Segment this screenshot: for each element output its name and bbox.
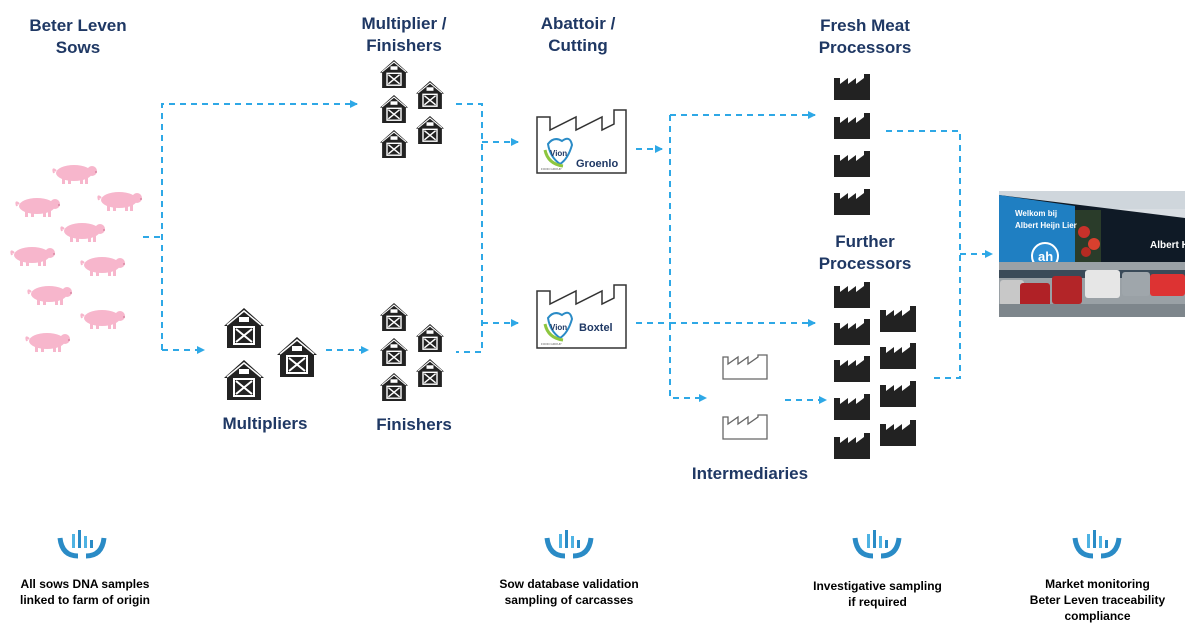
header-multiplier-finishers: Multiplier / Finishers	[361, 14, 447, 55]
pig-icon	[25, 332, 71, 353]
dna-sampling-icon	[547, 530, 591, 556]
barn-icon	[415, 358, 445, 388]
factory-icon	[834, 113, 870, 139]
factory-icon	[880, 420, 916, 446]
pig-icon	[97, 191, 143, 212]
factory-icon	[880, 343, 916, 369]
factory-icon	[834, 189, 870, 215]
flow-arrows	[143, 100, 993, 404]
pig-icon	[80, 256, 126, 277]
pig-icon	[80, 309, 126, 330]
multiplier-finishers-barns	[379, 59, 445, 159]
caption-sow-database-validation: Sow database validation sampling of carc…	[499, 577, 639, 607]
flow-arrow	[456, 103, 483, 353]
barn-icon	[379, 59, 409, 89]
factory-icon	[880, 306, 916, 332]
albert-heijn-store-photo: ah Welkom bij Albert Heijn Lier Albert H…	[999, 191, 1185, 317]
label-multipliers: Multipliers	[222, 414, 308, 433]
caption-sow-dna-samples: All sows DNA samples linked to farm of o…	[19, 577, 150, 607]
flow-arrow	[886, 130, 961, 379]
barn-icon	[415, 80, 445, 110]
barn-icon	[223, 359, 265, 401]
caption-investigative-sampling: Investigative sampling if required	[813, 579, 942, 609]
groenlo-label: Groenlo	[576, 158, 618, 170]
vion-logo-text: Vion	[550, 323, 567, 332]
header-further-processors: Further Processors	[818, 232, 912, 273]
barn-icon	[379, 94, 409, 124]
pig-icon	[52, 164, 98, 185]
store-welcome-line2: Albert Heijn Lier	[1015, 221, 1077, 230]
header-beter-leven-sows: Beter Leven Sows	[29, 16, 127, 57]
vion-sub-text: FOOD GROUP	[541, 167, 562, 171]
barn-icon	[379, 302, 409, 332]
barn-icon	[276, 336, 318, 378]
fresh-meat-factories	[834, 74, 870, 215]
header-abattoir-cutting: Abattoir / Cutting	[540, 14, 616, 55]
pig-icon	[27, 285, 73, 306]
label-finishers: Finishers	[376, 415, 452, 434]
flow-arrow	[161, 100, 358, 350]
header-fresh-meat-processors: Fresh Meat Processors	[818, 16, 912, 57]
finishers-barns	[379, 302, 445, 402]
factory-icon	[834, 74, 870, 100]
factory-icon	[834, 394, 870, 420]
factory-icon	[834, 282, 870, 308]
barn-icon	[223, 307, 265, 349]
vion-sub-text: FOOD GROUP	[541, 342, 562, 346]
factory-outline-icon	[722, 354, 768, 380]
pig-icon	[15, 197, 61, 218]
store-welcome-line1: Welkom bij	[1015, 209, 1057, 218]
caption-market-monitoring: Market monitoring Beter Leven traceabili…	[1029, 577, 1166, 623]
intermediaries-factories	[722, 354, 768, 440]
pigs-group	[10, 164, 143, 353]
barn-icon	[379, 129, 409, 159]
factory-outline-icon	[722, 414, 768, 440]
vion-logo-text: Vion	[550, 149, 567, 158]
dna-sampling-icon	[855, 530, 899, 556]
further-processors-factories	[834, 282, 916, 459]
multipliers-barns	[223, 307, 318, 401]
ah-logo-icon: ah	[1038, 249, 1053, 264]
boxtel-label: Boxtel	[579, 322, 613, 334]
flow-arrow	[669, 115, 707, 402]
pig-icon	[60, 222, 106, 243]
factory-icon	[834, 433, 870, 459]
factory-icon	[834, 151, 870, 177]
vion-boxtel-factory: Vion Boxtel FOOD GROUP	[536, 284, 627, 349]
barn-icon	[379, 372, 409, 402]
vion-groenlo-factory: Vion Groenlo FOOD GROUP	[536, 109, 627, 174]
factory-icon	[834, 356, 870, 382]
factory-icon	[834, 319, 870, 345]
factory-icon	[880, 381, 916, 407]
label-intermediaries: Intermediaries	[691, 464, 809, 483]
pig-icon	[10, 246, 57, 267]
dna-sampling-icon	[1075, 530, 1119, 556]
barn-icon	[415, 323, 445, 353]
barn-icon	[415, 115, 445, 145]
barn-icon	[379, 337, 409, 367]
dna-sampling-icon	[60, 530, 104, 556]
store-sign: Albert Heijn	[1150, 240, 1185, 251]
